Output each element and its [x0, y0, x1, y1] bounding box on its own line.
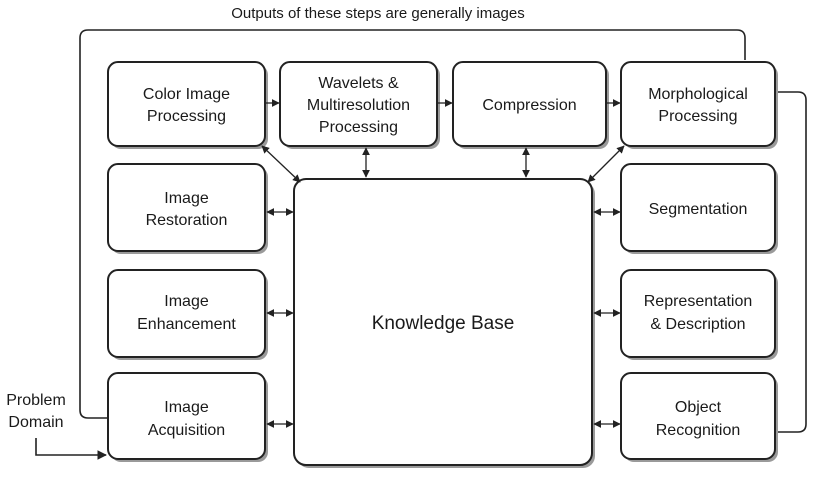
image-restoration-box: Image Restoration [107, 163, 268, 254]
representation-description-box: Representation & Description [620, 269, 778, 360]
morphological-processing-label-2: Processing [658, 108, 737, 125]
wavelets-label-1: Wavelets & [318, 75, 399, 92]
image-enhancement-label-1: Image [164, 293, 209, 310]
morphological-processing-box: Morphological Processing [620, 61, 778, 149]
top-feedback-loop [79, 29, 746, 419]
representation-description-label-2: & Description [650, 316, 745, 333]
image-acquisition-label-1: Image [164, 399, 209, 416]
problem-domain-arrow [35, 438, 107, 460]
image-enhancement-label-2: Enhancement [137, 316, 236, 333]
wavelets-label-3: Processing [319, 119, 398, 136]
image-acquisition-label-2: Acquisition [148, 422, 225, 439]
morphological-processing-label-1: Morphological [648, 86, 748, 103]
color-image-processing-label-1: Color Image [143, 86, 230, 103]
kb-link-color [261, 145, 301, 183]
wavelets-box: Wavelets & Multiresolution Processing [279, 61, 440, 149]
knowledge-base-box: Knowledge Base [293, 178, 595, 468]
outputs-caption: Outputs of these steps are generally ima… [231, 5, 525, 22]
compression-label: Compression [482, 97, 576, 114]
right-feedback-loop [778, 91, 807, 433]
color-image-processing-label-2: Processing [147, 108, 226, 125]
knowledge-base-label: Knowledge Base [372, 313, 515, 334]
object-recognition-label-2: Recognition [656, 422, 741, 439]
image-enhancement-box: Image Enhancement [107, 269, 268, 360]
wavelets-label-2: Multiresolution [307, 97, 410, 114]
object-recognition-box: Object Recognition [620, 372, 778, 462]
segmentation-box: Segmentation [620, 163, 778, 254]
image-restoration-label-1: Image [164, 190, 209, 207]
segmentation-label: Segmentation [649, 201, 748, 218]
representation-description-label-1: Representation [644, 293, 753, 310]
problem-domain-label-line2: Domain [8, 414, 63, 431]
object-recognition-label-1: Object [675, 399, 722, 416]
color-image-processing-box: Color Image Processing [107, 61, 268, 149]
kb-link-morphological [587, 145, 625, 183]
image-restoration-label-2: Restoration [146, 212, 228, 229]
image-acquisition-box: Image Acquisition [107, 372, 268, 462]
problem-domain-label-line1: Problem [6, 392, 66, 409]
compression-box: Compression [452, 61, 609, 149]
